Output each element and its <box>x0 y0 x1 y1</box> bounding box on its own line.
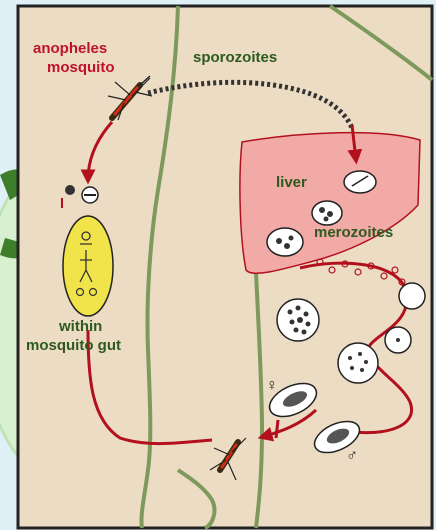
label-anopheles: anopheles <box>33 41 107 56</box>
ookinete-icon <box>65 185 75 195</box>
liver-cell-schizont-1 <box>312 201 342 225</box>
female-symbol: ♀ <box>266 378 278 394</box>
red-cell-1 <box>399 283 425 309</box>
label-within: within <box>59 319 102 334</box>
label-sporozoites: sporozoites <box>193 50 277 65</box>
mosquito-gut-oval <box>63 216 113 316</box>
label-liver: liver <box>276 175 307 190</box>
label-mosquito-gut: mosquito gut <box>26 338 121 353</box>
label-mosquito: mosquito <box>47 60 115 75</box>
liver-cell-schizont-2 <box>267 228 303 256</box>
label-merozoites: merozoites <box>314 225 393 240</box>
liver-cell-sporozoite <box>344 171 376 193</box>
male-symbol: ♂ <box>346 448 358 464</box>
red-cell-rupture <box>338 343 378 383</box>
